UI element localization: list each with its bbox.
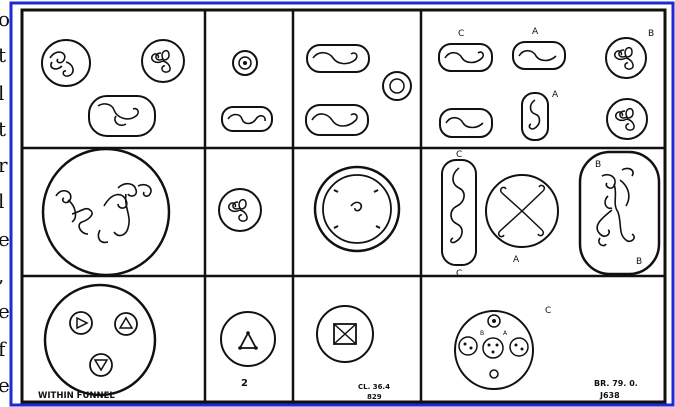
pair-circle (42, 40, 90, 86)
label-b-top: B (595, 160, 601, 170)
edge-letter: l (0, 81, 4, 105)
cell-row3-col4: C A B BR. 79. 0. J638 (455, 306, 638, 400)
edge-letter: , (0, 263, 4, 287)
cell-row2-col1 (43, 149, 169, 275)
label-a: A (513, 255, 520, 265)
label-c-top: C (456, 150, 462, 160)
edge-letter: e (0, 227, 10, 251)
edge-letter: f (0, 337, 7, 361)
ref-j638: J638 (599, 391, 620, 400)
cell-row3-col1: WITHIN FUNNEL (38, 285, 155, 401)
label-b: B (480, 330, 484, 337)
label-c-bottom: C (456, 269, 462, 279)
cell-row3-col2: 2 (221, 312, 275, 389)
label-a: A (503, 330, 508, 337)
pair-capsule (89, 96, 155, 136)
label-c: C (458, 29, 464, 39)
edge-letter: t (0, 117, 6, 141)
label-c: C (545, 306, 551, 316)
edge-letter: e (0, 373, 10, 397)
label-a: A (532, 27, 539, 37)
edge-letter: t (0, 43, 6, 67)
edge-letter: r (0, 153, 8, 177)
cell-row3-col3: CL. 36.4 829 (317, 306, 390, 401)
cell-row1-col3 (306, 45, 411, 135)
ref-cl: CL. 36.4 (358, 383, 390, 391)
ref-829: 829 (367, 393, 382, 401)
caption-within-funnel: WITHIN FUNNEL (38, 391, 115, 401)
label-b-bottom: B (636, 257, 642, 267)
edge-letter: o (0, 7, 10, 31)
cell-row2-col2 (219, 189, 261, 231)
cell-row1-col1 (42, 40, 184, 136)
cell-row2-col4: C C A B B (442, 150, 659, 279)
left-edge-text: o t l t r l e , e f e (0, 7, 10, 397)
number-2: 2 (241, 378, 248, 389)
cell-row2-col3 (315, 167, 399, 251)
edge-letter: l (0, 189, 4, 213)
cell-row1-col2 (222, 51, 272, 131)
cell-row1-col4: C A B A (439, 27, 654, 140)
label-a-vertical: A (552, 90, 559, 100)
edge-letter: e (0, 299, 10, 323)
ref-br: BR. 79. 0. (594, 379, 638, 388)
label-b: B (648, 29, 654, 39)
